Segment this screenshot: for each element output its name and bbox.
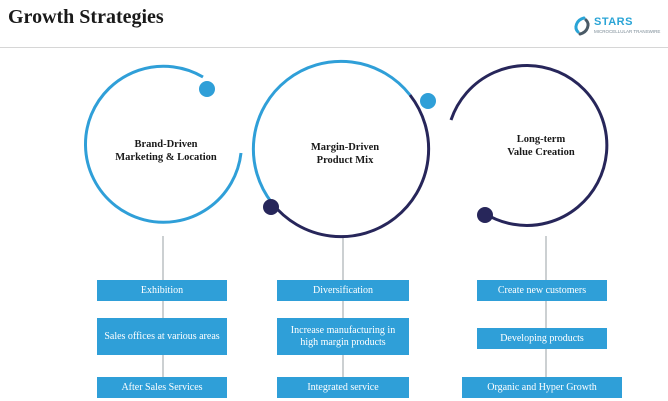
pillar-2-heading-line2: Product Mix bbox=[316, 155, 374, 166]
circle-1-arc bbox=[84, 64, 243, 224]
pillar-3-item: Organic and Hyper Growth bbox=[462, 377, 622, 398]
pillar-2-item: Diversification bbox=[277, 280, 409, 301]
circle-2-dot-blue bbox=[420, 93, 436, 109]
stars-logo-icon bbox=[574, 16, 590, 36]
circle-2-dot-navy bbox=[263, 199, 279, 215]
pillar-3-heading-line1: Long-term bbox=[516, 134, 566, 145]
pillar-2-item: Integrated service bbox=[277, 377, 409, 398]
title-divider bbox=[0, 47, 668, 48]
pillar-1-heading: Brand-Driven Marketing & Location bbox=[86, 138, 246, 164]
pillar-2-item: Increase manufacturing in high margin pr… bbox=[277, 318, 409, 355]
circle-3-dot bbox=[477, 207, 493, 223]
pillar-1-item: Sales offices at various areas bbox=[97, 318, 227, 355]
pillar-1-heading-line1: Brand-Driven bbox=[134, 139, 198, 150]
pillar-1-heading-line2: Marketing & Location bbox=[115, 152, 217, 163]
pillar-1-item: After Sales Services bbox=[97, 377, 227, 398]
page-title: Growth Strategies bbox=[8, 6, 164, 28]
pillar-2-heading-line1: Margin-Driven bbox=[310, 142, 380, 153]
pillar-3-item: Create new customers bbox=[477, 280, 607, 301]
logo-name: STARS bbox=[594, 16, 633, 28]
logo-tagline: MICROCELLULAR TRANSWIRE bbox=[594, 29, 661, 34]
circle-3-arc bbox=[449, 63, 609, 227]
pillar-2-heading: Margin-Driven Product Mix bbox=[270, 141, 420, 167]
circle-1-dot bbox=[199, 81, 215, 97]
stars-logo: STARS MICROCELLULAR TRANSWIRE bbox=[572, 14, 664, 40]
pillar-3-item: Developing products bbox=[477, 328, 607, 349]
circle-2-arc-blue bbox=[251, 59, 412, 204]
pillar-3-heading-line2: Value Creation bbox=[507, 147, 575, 158]
pillar-1-item: Exhibition bbox=[97, 280, 227, 301]
pillar-3-heading: Long-term Value Creation bbox=[466, 133, 616, 159]
circle-2-arc-navy bbox=[270, 94, 431, 239]
